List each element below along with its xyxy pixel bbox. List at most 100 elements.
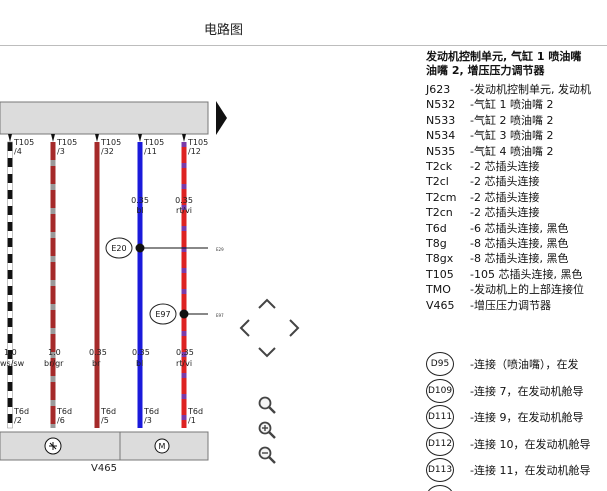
legend-text: -2 芯插头连接 <box>470 190 540 204</box>
legend-text: -2 芯插头连接 <box>470 175 540 189</box>
legend-text: -发动机上的上部连接位 <box>470 283 584 297</box>
gauge-1: 1.0 <box>48 348 61 357</box>
zoom-fit-button[interactable] <box>257 395 277 415</box>
connection-text: -连接 7，在发动机舱导 <box>470 384 584 398</box>
legend-code: TMO <box>426 283 451 297</box>
pan-left-button[interactable] <box>233 316 257 340</box>
legend-text: -6 芯插头连接, 黑色 <box>470 221 569 235</box>
mid-gauge-bl: 0.35 <box>131 196 149 205</box>
connection-text: -连接 9，在发动机舱导 <box>470 411 584 424</box>
junction-e20[interactable]: E20 E29 <box>105 237 224 259</box>
legend-item: T2cm -2 芯插头连接 <box>426 190 539 206</box>
zoom-in-button[interactable] <box>257 420 277 440</box>
svg-text:E20: E20 <box>111 244 126 253</box>
svg-text:E97: E97 <box>155 310 170 319</box>
chevron-up-icon <box>258 298 276 309</box>
chevron-left-icon <box>239 319 250 337</box>
legend-item: T6d -6 芯插头连接, 黑色 <box>426 221 568 237</box>
chevron-down-icon <box>258 347 276 358</box>
wire-t105-4[interactable] <box>7 141 13 429</box>
legend-text: -气缸 1 喷油嘴 2 <box>470 98 554 112</box>
connector-strip-t105 <box>0 101 209 135</box>
connection-text: -连接 10，在发动机舱导 <box>470 437 591 451</box>
legend-heading: 发动机控制单元, 气缸 1 喷油嘴 油嘴 2, 增压压力调节器 <box>426 50 582 77</box>
gauge-4: 0.35 <box>176 348 194 357</box>
legend-item: TMO -发动机上的上部连接位 <box>426 282 584 298</box>
color-4: rt/vi <box>176 359 192 368</box>
zoom-in-icon <box>258 421 276 439</box>
legend-text: -发动机控制单元, 发动机 <box>470 83 591 96</box>
color-1: br/gr <box>44 359 64 368</box>
legend-code: T8g <box>426 237 447 250</box>
motor-symbol-icon <box>154 438 170 454</box>
label-t105-12: T105/12 <box>187 138 208 156</box>
gauge-2: 0.35 <box>89 348 107 357</box>
legend-code: N535 <box>426 144 456 158</box>
pan-up-button[interactable] <box>255 292 279 316</box>
legend-item: N535-气缸 4 喷油嘴 2 <box>426 144 553 160</box>
legend-text: -气缸 2 喷油嘴 2 <box>470 113 554 127</box>
legend-item: T2cn-2 芯插头连接 <box>426 205 539 221</box>
legend-item: V465-增压压力调节器 <box>426 298 551 314</box>
legend-item: N532 -气缸 1 喷油嘴 2 <box>426 97 553 113</box>
legend-item: T8g-8 芯插头连接, 黑色 <box>426 236 568 252</box>
legend-code: T2cm <box>426 190 457 204</box>
legend-code: T105 <box>426 267 454 281</box>
connection-text: -连接（喷油嘴），在发 <box>470 358 579 371</box>
zoom-out-button[interactable] <box>257 445 277 465</box>
pin-label-4: T6d/1 <box>187 407 203 425</box>
color-3: bl <box>136 359 143 368</box>
connection-circle: D95 <box>426 352 454 376</box>
legend-item: T2ck -2 芯插头连接 <box>426 159 539 175</box>
pin-marks-top <box>8 134 186 142</box>
legend-item: T105-105 芯插头连接, 黑色 <box>426 267 582 283</box>
mid-labels: 0.35 bl 0.35 rt/vi <box>131 196 193 215</box>
top-labels: T105/4 T105/3 T105/32 T105/11 T105/12 <box>13 138 208 156</box>
connection-circle: D113 <box>426 458 454 482</box>
title-bar: 电路图 <box>0 0 607 46</box>
legend-item: T8gx -8 芯插头连接, 黑色 <box>426 251 568 267</box>
legend-code: N534 <box>426 129 456 143</box>
pin-label-3: T6d/3 <box>143 407 159 425</box>
legend-text: -2 芯插头连接 <box>470 160 540 173</box>
legend-code: T8gx <box>426 252 454 266</box>
legend-text: -2 芯插头连接 <box>470 206 540 220</box>
pan-down-button[interactable] <box>255 340 279 364</box>
component-v465[interactable]: M V465 <box>0 431 209 474</box>
connection-circle: D111 <box>426 405 454 429</box>
legend-text: -气缸 3 喷油嘴 2 <box>470 129 554 143</box>
bottom-labels: 1.0 ws/sw 1.0 br/gr 0.35 br 0.35 bl 0.35… <box>0 348 194 368</box>
chevron-right-icon <box>289 319 300 337</box>
connection-text: -连接 11，在发动机舱导 <box>470 464 591 477</box>
pan-right-button[interactable] <box>282 316 306 340</box>
mid-color-rtvi: rt/vi <box>176 206 192 215</box>
label-t105-11: T105/11 <box>143 138 164 156</box>
pin-label-0: T6d/2 <box>13 407 29 425</box>
magnifier-icon <box>258 396 276 414</box>
page-title: 电路图 <box>204 23 244 38</box>
junction-e97[interactable]: E97 E97 <box>149 303 224 325</box>
wiring-diagram[interactable]: T105/4 T105/3 T105/32 T105/11 T105/12 0.… <box>0 46 424 491</box>
legend-code: N533 <box>426 113 456 127</box>
bottom-pin-labels: T6d/2 T6d/6 T6d/5 T6d/3 T6d/1 <box>13 407 203 425</box>
legend-code: T2cl <box>426 175 449 189</box>
legend-code: N532 <box>426 98 456 112</box>
mid-gauge-rtvi: 0.35 <box>175 196 193 205</box>
legend-item: N534 -气缸 3 喷油嘴 2 <box>426 128 553 144</box>
legend-code: T6d <box>426 221 447 235</box>
gauge-0: 1.0 <box>4 348 17 357</box>
svg-text:E29: E29 <box>216 247 224 252</box>
legend-text: -8 芯插头连接, 黑色 <box>470 252 569 266</box>
legend-item: N533 -气缸 2 喷油嘴 2 <box>426 113 553 129</box>
gauge-3: 0.35 <box>132 348 150 357</box>
legend-panel[interactable]: 发动机控制单元, 气缸 1 喷油嘴 油嘴 2, 增压压力调节器 J623 -发动机… <box>424 46 607 491</box>
label-t105-4: T105/4 <box>13 138 34 156</box>
connection-circle: E29 <box>426 484 454 491</box>
legend-code: J623 <box>426 83 451 96</box>
legend-item: J623 -发动机控制单元, 发动机 <box>426 82 591 98</box>
connection-circle: D112 <box>426 431 454 456</box>
mid-color-bl: bl <box>136 206 143 215</box>
legend-text: -增压压力调节器 <box>470 298 551 312</box>
svg-text:M: M <box>159 442 166 451</box>
legend-code: T2ck <box>426 160 453 173</box>
